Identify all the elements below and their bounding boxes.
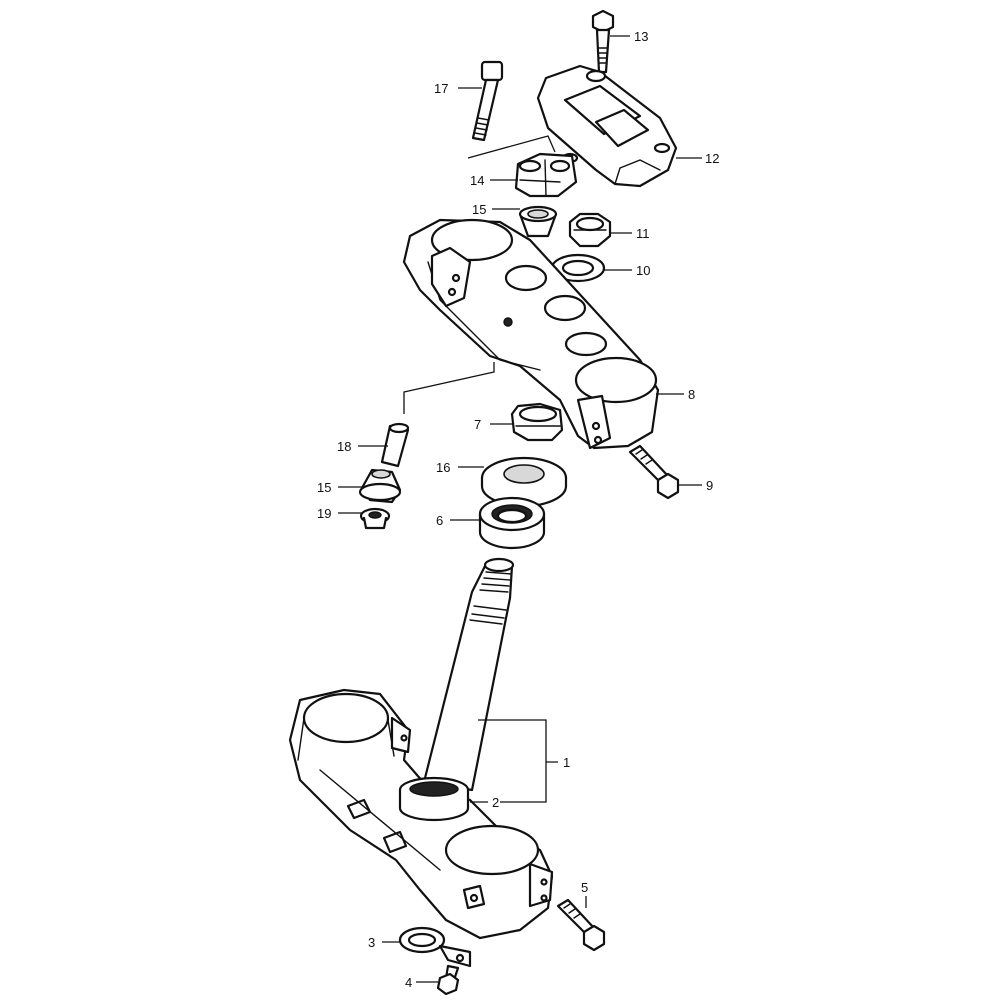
callout-1: 1 (563, 755, 570, 770)
part-13-bolt[interactable] (591, 9, 615, 74)
callout-5: 5 (581, 880, 588, 895)
part-4-screw[interactable] (436, 964, 460, 996)
part-17-long-bolt[interactable] (471, 60, 504, 142)
callout-labels: 1 2 3 4 5 6 7 8 9 10 11 12 13 14 15 15 1… (317, 29, 719, 990)
callout-15-upper: 15 (472, 202, 486, 217)
callout-7: 7 (474, 417, 481, 432)
part-11-steering-nut[interactable] (568, 212, 612, 248)
part-8-upper-triple-clamp[interactable] (402, 218, 660, 450)
callout-6: 6 (436, 513, 443, 528)
part-15-lower-cap[interactable] (358, 468, 402, 504)
callout-11: 11 (636, 226, 650, 241)
part-14-clamp-holder[interactable] (514, 152, 578, 198)
part-3-clamp[interactable] (398, 926, 472, 968)
part-10-washer[interactable] (550, 253, 606, 283)
callout-17: 17 (434, 81, 448, 96)
callout-15-lower: 15 (317, 480, 331, 495)
part-18-pin[interactable] (380, 422, 410, 468)
part-9-bolt[interactable] (628, 444, 680, 500)
callout-8: 8 (688, 387, 695, 402)
callout-9: 9 (706, 478, 713, 493)
callout-16: 16 (436, 460, 450, 475)
callout-19: 19 (317, 506, 331, 521)
callout-10: 10 (636, 263, 650, 278)
part-12-upper-bracket[interactable] (536, 64, 678, 188)
callout-2: 2 (492, 795, 499, 810)
callout-3: 3 (368, 935, 375, 950)
part-19-grommet[interactable] (359, 507, 391, 530)
callout-14: 14 (470, 173, 484, 188)
callout-13: 13 (634, 29, 648, 44)
part-7-lock-nut[interactable] (510, 402, 564, 442)
callout-12: 12 (705, 151, 719, 166)
callout-4: 4 (405, 975, 412, 990)
part-1-steering-stem-lower-bracket[interactable] (288, 557, 554, 940)
part-5-bolt[interactable] (556, 898, 606, 952)
part-15-upper-cap[interactable] (518, 205, 558, 238)
callout-18: 18 (337, 439, 351, 454)
leader-lines (338, 35, 702, 983)
part-6-bearing[interactable] (478, 496, 546, 550)
